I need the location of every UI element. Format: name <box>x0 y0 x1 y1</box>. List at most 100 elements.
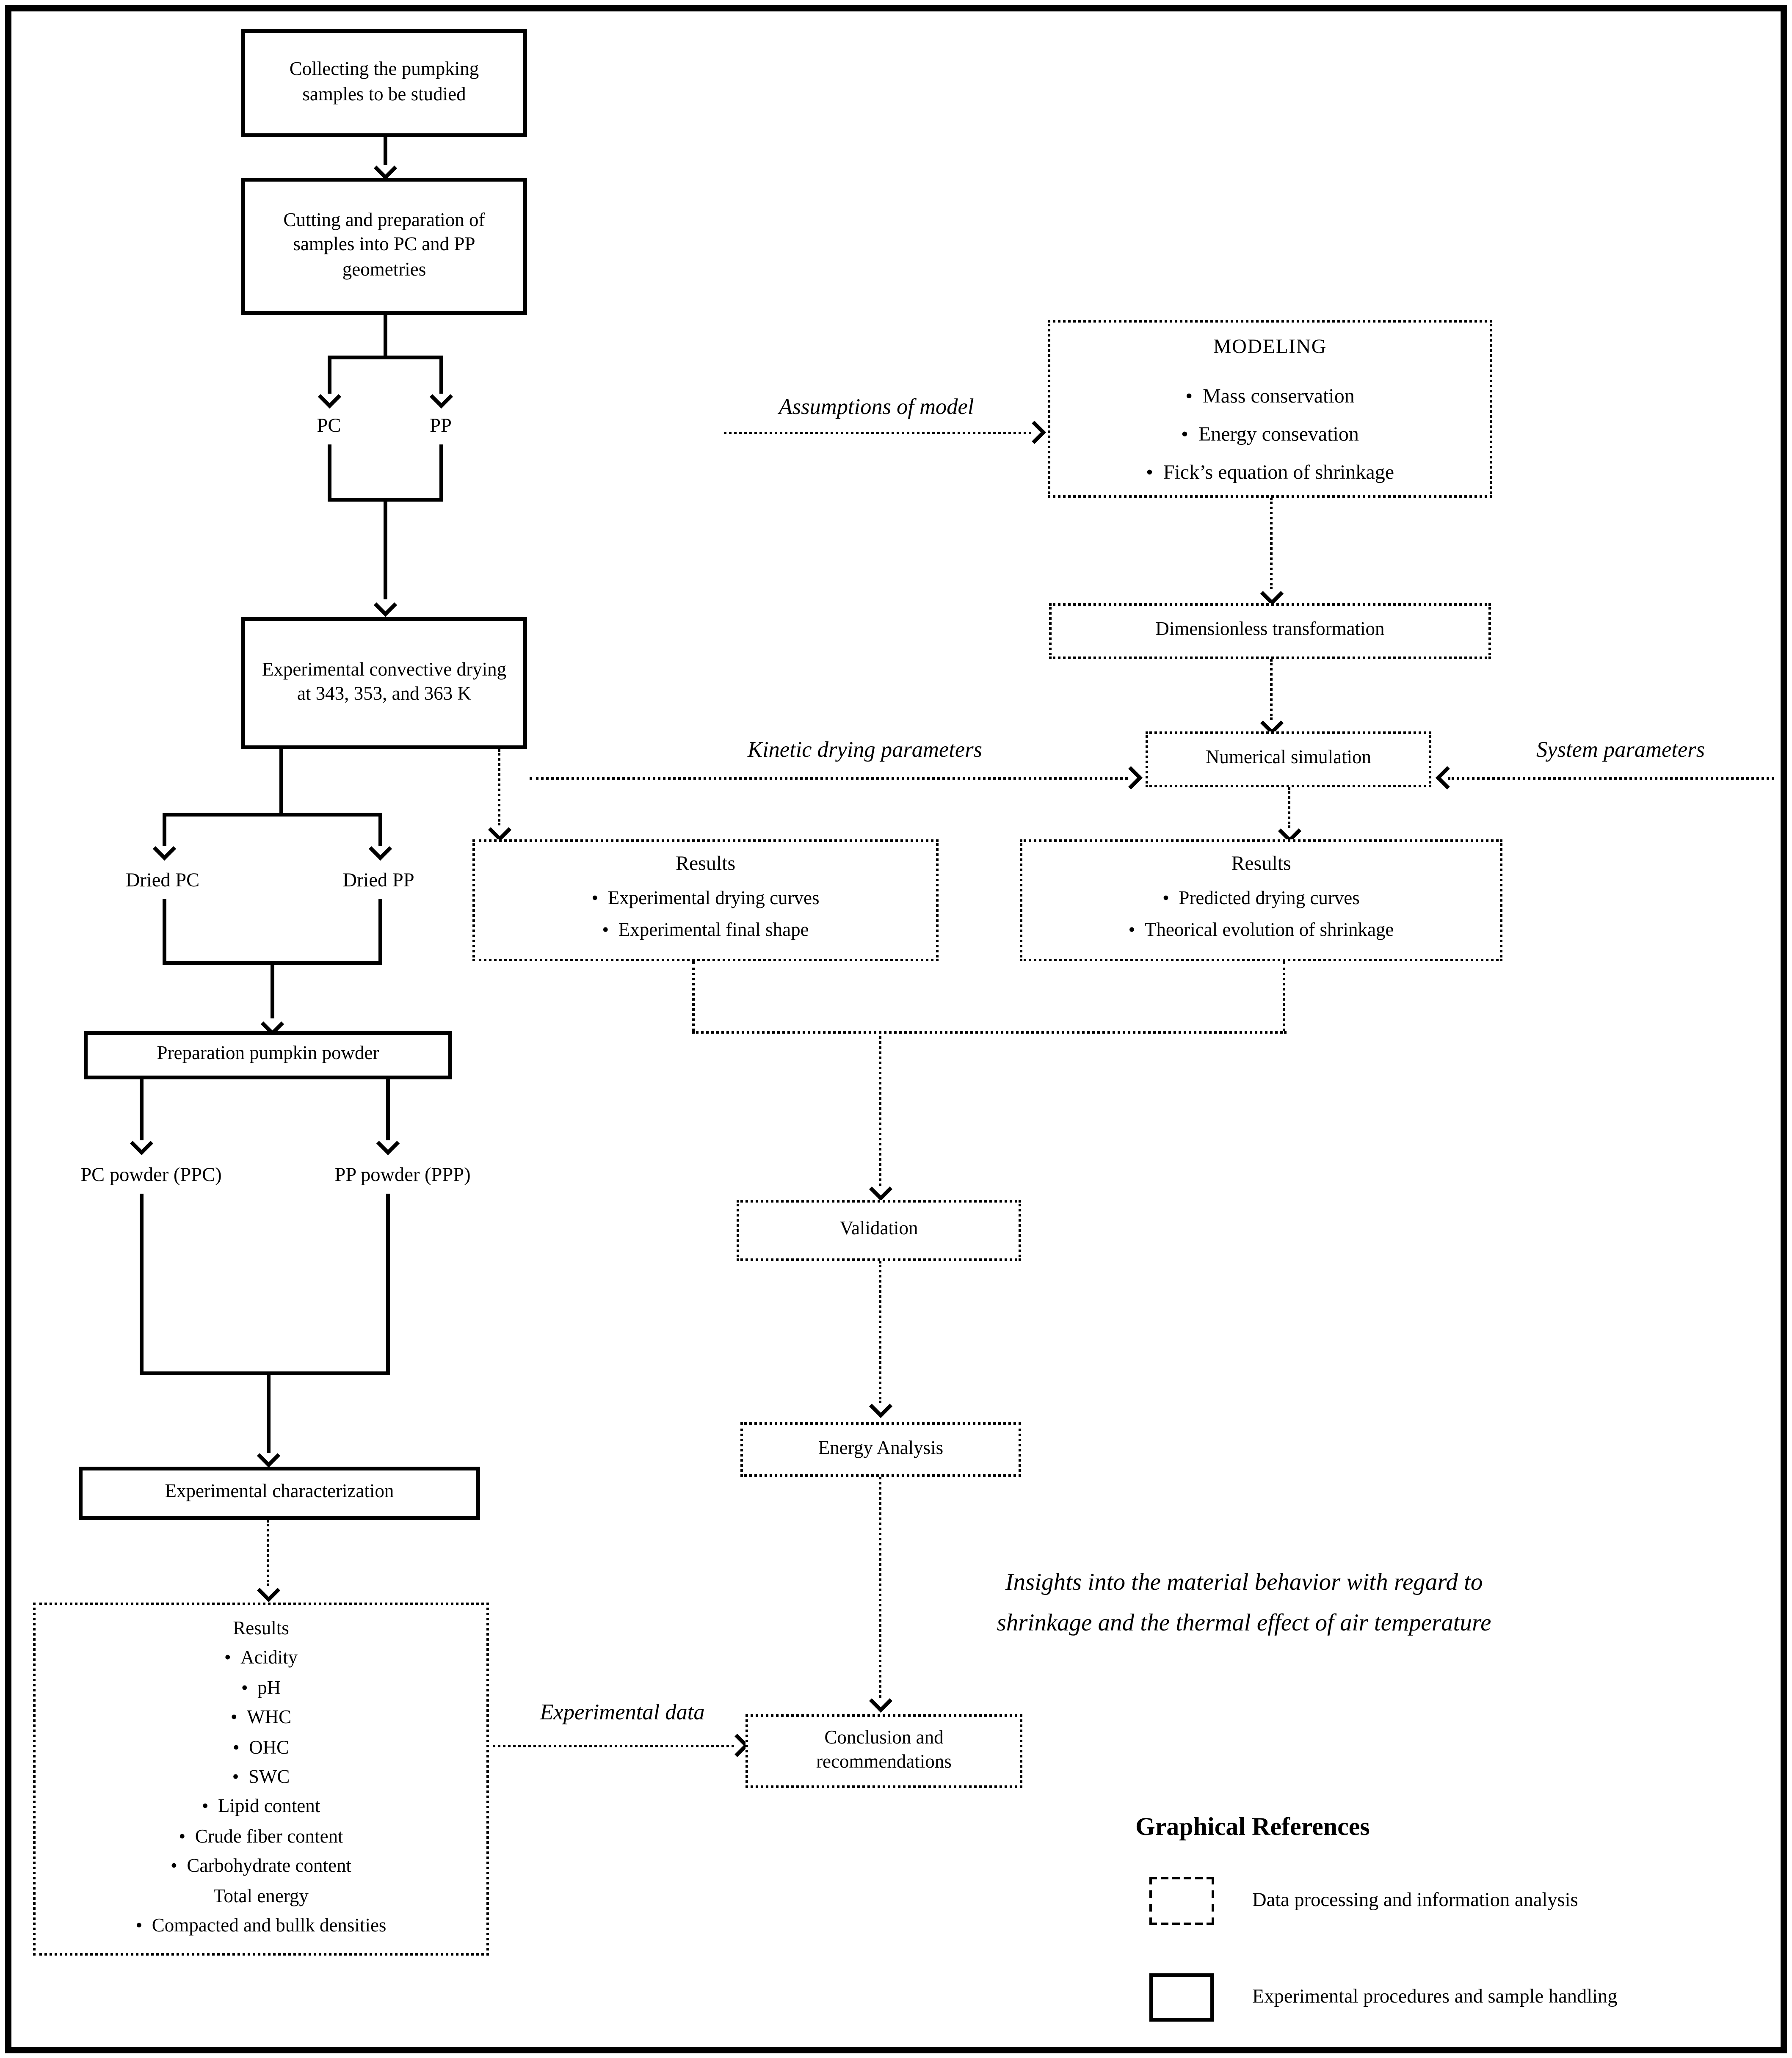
list-item: pH <box>241 1675 281 1704</box>
box-numerical-simulation: Numerical simulation <box>1146 731 1431 787</box>
connector-merge-to-validation <box>879 1031 881 1186</box>
list-item: Experimental final shape <box>602 916 809 949</box>
label-dried-pp-text: Dried PP <box>342 870 414 891</box>
label-pc-powder-text: PC powder (PPC) <box>80 1164 222 1186</box>
connector-modeling-to-dimensionless <box>1270 498 1273 589</box>
label-dried-pc: Dried PC <box>86 869 239 893</box>
connector-experimental-results-down <box>692 961 695 1031</box>
connector-results-merge-bar <box>692 1031 1287 1034</box>
connector-to-ppc <box>140 1079 144 1140</box>
connector-energy-to-conclusion <box>879 1477 881 1698</box>
outer-border <box>5 5 1787 2053</box>
connector-merge-to-powder <box>271 961 274 1018</box>
label-pp-text: PP <box>430 415 452 437</box>
label-pc-powder: PC powder (PPC) <box>50 1163 253 1188</box>
list-item: Compacted and bullk densities <box>135 1912 387 1942</box>
connector-powder-merge-bar <box>140 1371 390 1375</box>
list-item: Lipid content <box>202 1793 320 1823</box>
box-validation-text: Validation <box>839 1219 918 1240</box>
connector-to-pp <box>439 356 443 394</box>
connector-to-dried-pc <box>163 813 166 846</box>
connector-drying-stem <box>279 749 283 813</box>
box-cutting-preparation: Cutting and preparation of samples into … <box>241 178 527 315</box>
connector-pc-down <box>328 444 331 498</box>
connector-kinetic-to-numerical <box>530 777 1128 780</box>
experimental-results-title: Results <box>675 853 736 875</box>
label-pp: PP <box>408 414 474 439</box>
connector-to-ppp <box>386 1079 390 1140</box>
list-item: Theorical evolution of shrinkage <box>1129 916 1394 949</box>
connector-to-pc <box>328 356 331 394</box>
list-item: Experimental drying curves <box>591 883 820 916</box>
box-energy-analysis-text: Energy Analysis <box>818 1438 944 1459</box>
box-validation: Validation <box>737 1200 1021 1261</box>
box-energy-analysis: Energy Analysis <box>740 1422 1021 1477</box>
label-dried-pc-text: Dried PC <box>125 870 200 891</box>
connector-dried-pp-down <box>378 899 382 961</box>
connector-system-to-numerical <box>1448 777 1774 780</box>
label-assumptions-text: Assumptions of model <box>779 394 974 419</box>
box-convective-drying-text: Experimental convective drying at 343, 3… <box>262 660 507 705</box>
connector-predicted-results-down <box>1283 961 1285 1031</box>
legend-dashed-box-icon <box>1149 1877 1214 1925</box>
box-predicted-results: Results Predicted drying curves Theorica… <box>1020 839 1502 961</box>
connector-collecting-to-cutting <box>384 137 387 165</box>
box-modeling: MODELING Mass conservation Energy consev… <box>1048 320 1492 498</box>
box-conclusion: Conclusion and recommendations <box>746 1714 1022 1788</box>
label-experimental-data-text: Experimental data <box>540 1699 705 1724</box>
list-item: WHC <box>231 1705 291 1734</box>
label-dried-pp: Dried PP <box>302 869 455 893</box>
connector-validation-to-energy <box>879 1261 881 1403</box>
label-kinetic-drying-parameters: Kinetic drying parameters <box>681 737 1049 764</box>
connector-cutting-stem <box>384 315 387 356</box>
label-pp-powder-text: PP powder (PPP) <box>334 1164 471 1186</box>
legend-solid-box-icon <box>1149 1973 1214 2022</box>
label-pc-text: PC <box>317 415 341 437</box>
label-experimental-data: Experimental data <box>508 1699 737 1727</box>
label-pc: PC <box>296 414 362 439</box>
list-item: SWC <box>232 1764 290 1793</box>
annotation-insights-line2-text: shrinkage and the thermal effect of air … <box>997 1610 1491 1637</box>
list-item: Crude fiber content <box>179 1823 343 1853</box>
label-pp-powder: PP powder (PPP) <box>301 1163 504 1188</box>
connector-dried-split-bar <box>163 813 382 817</box>
label-assumptions-of-model: Assumptions of model <box>718 394 1035 422</box>
predicted-results-title: Results <box>1231 853 1291 875</box>
connector-pp-down <box>439 444 443 498</box>
label-system-parameters: System parameters <box>1461 737 1781 764</box>
list-item: Carbohydrate content <box>171 1853 351 1882</box>
connector-pc-pp-split-bar <box>328 356 443 359</box>
connector-numerical-to-predicted-results <box>1288 787 1290 828</box>
annotation-insights-line2: shrinkage and the thermal effect of air … <box>923 1609 1565 1639</box>
box-collecting-samples-text: Collecting the pumpking samples to be st… <box>289 60 479 105</box>
connector-merge-to-drying <box>384 498 387 599</box>
list-item: Mass conservation <box>1185 379 1355 417</box>
box-convective-drying: Experimental convective drying at 343, 3… <box>241 617 527 749</box>
box-preparation-powder-text: Preparation pumpkin powder <box>157 1044 379 1065</box>
list-item: Total energy <box>213 1886 309 1907</box>
connector-merge-to-characterization <box>267 1371 271 1453</box>
legend-title-text: Graphical References <box>1135 1813 1370 1841</box>
legend-solid-label: Experimental procedures and sample handl… <box>1252 1986 1791 2009</box>
connector-ppp-down <box>386 1194 390 1371</box>
legend-solid-label-text: Experimental procedures and sample handl… <box>1252 1986 1618 2008</box>
connector-ppc-down <box>140 1194 144 1371</box>
annotation-insights-line1-text: Insights into the material behavior with… <box>1005 1570 1483 1596</box>
connector-data-to-conclusion <box>493 1745 734 1747</box>
list-item: Energy consevation <box>1181 417 1359 454</box>
connector-dried-pc-down <box>163 899 166 961</box>
characterization-results-title: Results <box>233 1619 289 1639</box>
box-dimensionless-text: Dimensionless transformation <box>1155 620 1385 641</box>
box-experimental-characterization: Experimental characterization <box>79 1467 480 1520</box>
connector-to-dried-pp <box>378 813 382 846</box>
box-preparation-powder: Preparation pumpkin powder <box>84 1031 452 1079</box>
connector-drying-to-experimental-results <box>498 749 500 825</box>
box-collecting-samples: Collecting the pumpking samples to be st… <box>241 29 527 137</box>
label-kinetic-text: Kinetic drying parameters <box>747 737 983 762</box>
list-item: Acidity <box>224 1645 298 1675</box>
label-system-text: System parameters <box>1536 737 1705 762</box>
box-numerical-simulation-text: Numerical simulation <box>1205 748 1372 769</box>
legend-title: Graphical References <box>1135 1813 1466 1843</box>
box-dimensionless-transformation: Dimensionless transformation <box>1049 603 1491 659</box>
